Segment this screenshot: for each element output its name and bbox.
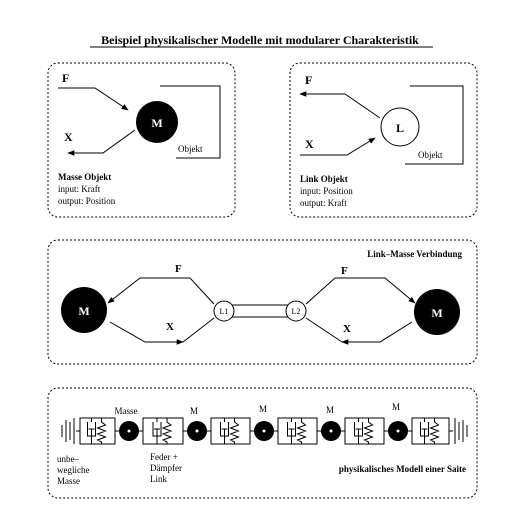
panel-string-border xyxy=(47,387,478,499)
fixed-mass-caption-1: unbe– xyxy=(57,454,79,464)
link2-node xyxy=(285,300,307,322)
spring-damper-link-3 xyxy=(207,417,254,445)
string-mass-2-center xyxy=(195,429,199,433)
string-mass-3-center xyxy=(262,429,266,433)
right-x-label: X xyxy=(343,323,351,335)
link-caption-3: Link xyxy=(150,474,167,484)
link-caption-1: Feder + xyxy=(150,452,178,462)
mass-caption-input: input: Kraft xyxy=(58,184,101,194)
right-mass-node xyxy=(414,289,460,335)
string-mass-1-center xyxy=(127,429,131,433)
link-caption-output: output: Kraft xyxy=(300,198,347,208)
spring-damper-symbol-5 xyxy=(341,417,388,445)
connection-title: Link–Masse Verbindung xyxy=(367,249,462,259)
panel-mass-border xyxy=(47,62,236,218)
mass-object-box xyxy=(160,85,221,159)
spring-damper-symbol-1 xyxy=(76,417,119,445)
link2-label: L2 xyxy=(292,307,301,316)
left-position-line xyxy=(182,317,215,343)
left-mass-label: M xyxy=(78,304,89,318)
right-mass-label: M xyxy=(431,306,442,320)
string-caption: physikalisches Modell einer Saite xyxy=(339,464,466,474)
left-fixed-mass xyxy=(61,418,75,444)
link-caption-2: Dämpfer xyxy=(150,463,182,473)
mass-node xyxy=(136,101,178,143)
link-bar xyxy=(231,304,289,318)
spring-damper-symbol-4 xyxy=(274,417,321,445)
string-mass-label-3: M xyxy=(259,404,267,414)
mass-node-label: M xyxy=(151,116,162,130)
panel-mass-object: M F X Objekt Masse Objekt input: Kraft o… xyxy=(47,62,236,218)
panel-link-object: L F X Objekt Link Objekt input: Position… xyxy=(289,62,478,218)
spring-damper-symbol-6 xyxy=(408,417,453,445)
link-force-arrow xyxy=(299,91,381,119)
mass-caption-output: output: Position xyxy=(58,196,116,206)
link-node xyxy=(380,107,420,147)
string-mass-5-center xyxy=(396,429,400,433)
right-f-label: F xyxy=(341,265,348,277)
mass-caption-title: Masse Objekt xyxy=(58,172,111,182)
spring-damper-link-2 xyxy=(139,417,187,445)
link-x-label: X xyxy=(305,137,314,151)
right-position-line xyxy=(305,317,343,343)
panel-string: Masse M M M M unbe– wegliche Masse Feder… xyxy=(47,387,478,499)
string-mass-label-2: M xyxy=(190,406,198,416)
link-caption-title: Link Objekt xyxy=(300,174,348,184)
right-fixed-mass xyxy=(454,418,468,444)
diagram-title: Beispiel physikalischer Modelle mit modu… xyxy=(101,33,419,47)
right-force-arrow xyxy=(305,277,416,305)
link1-node xyxy=(213,300,235,322)
link-caption-input: input: Position xyxy=(300,186,353,196)
string-mass-label-1: Masse xyxy=(115,406,138,416)
left-f-label: F xyxy=(175,263,182,275)
link-object-box xyxy=(405,85,464,165)
link-f-label: F xyxy=(305,73,312,87)
mass-x-label: X xyxy=(64,130,73,144)
panel-connection-border xyxy=(47,239,478,365)
string-mass-label-5: M xyxy=(392,402,400,412)
link-position-arrow xyxy=(300,137,376,156)
spring-damper-link-5 xyxy=(341,417,388,445)
mass-position-arrow xyxy=(67,129,136,156)
string-mass-4-center xyxy=(329,429,333,433)
mass-f-label: F xyxy=(62,71,69,85)
left-position-arrow xyxy=(109,321,184,345)
spring-damper-link-6 xyxy=(408,417,453,445)
panel-link-border xyxy=(289,62,478,218)
mass-object-label: Objekt xyxy=(178,144,203,154)
panel-connection: Link–Masse Verbindung M M L1 L2 F X F X xyxy=(47,239,478,365)
link-object-label: Objekt xyxy=(418,150,443,160)
left-force-arrow xyxy=(107,277,215,305)
string-mass-label-4: M xyxy=(326,405,334,415)
mass-force-arrow xyxy=(58,87,129,111)
link1-label: L1 xyxy=(220,307,229,316)
fixed-mass-caption-3: Masse xyxy=(57,476,80,486)
spring-damper-link-1 xyxy=(76,417,119,445)
spring-damper-link-4 xyxy=(274,417,321,445)
spring-damper-symbol-2 xyxy=(139,417,187,445)
spring-damper-links xyxy=(76,417,453,445)
right-position-arrow xyxy=(341,321,413,345)
left-mass-node xyxy=(61,287,107,333)
fixed-mass-caption-2: wegliche xyxy=(57,465,89,475)
link-node-label: L xyxy=(396,121,404,135)
spring-damper-symbol-3 xyxy=(207,417,254,445)
left-x-label: X xyxy=(166,321,174,333)
